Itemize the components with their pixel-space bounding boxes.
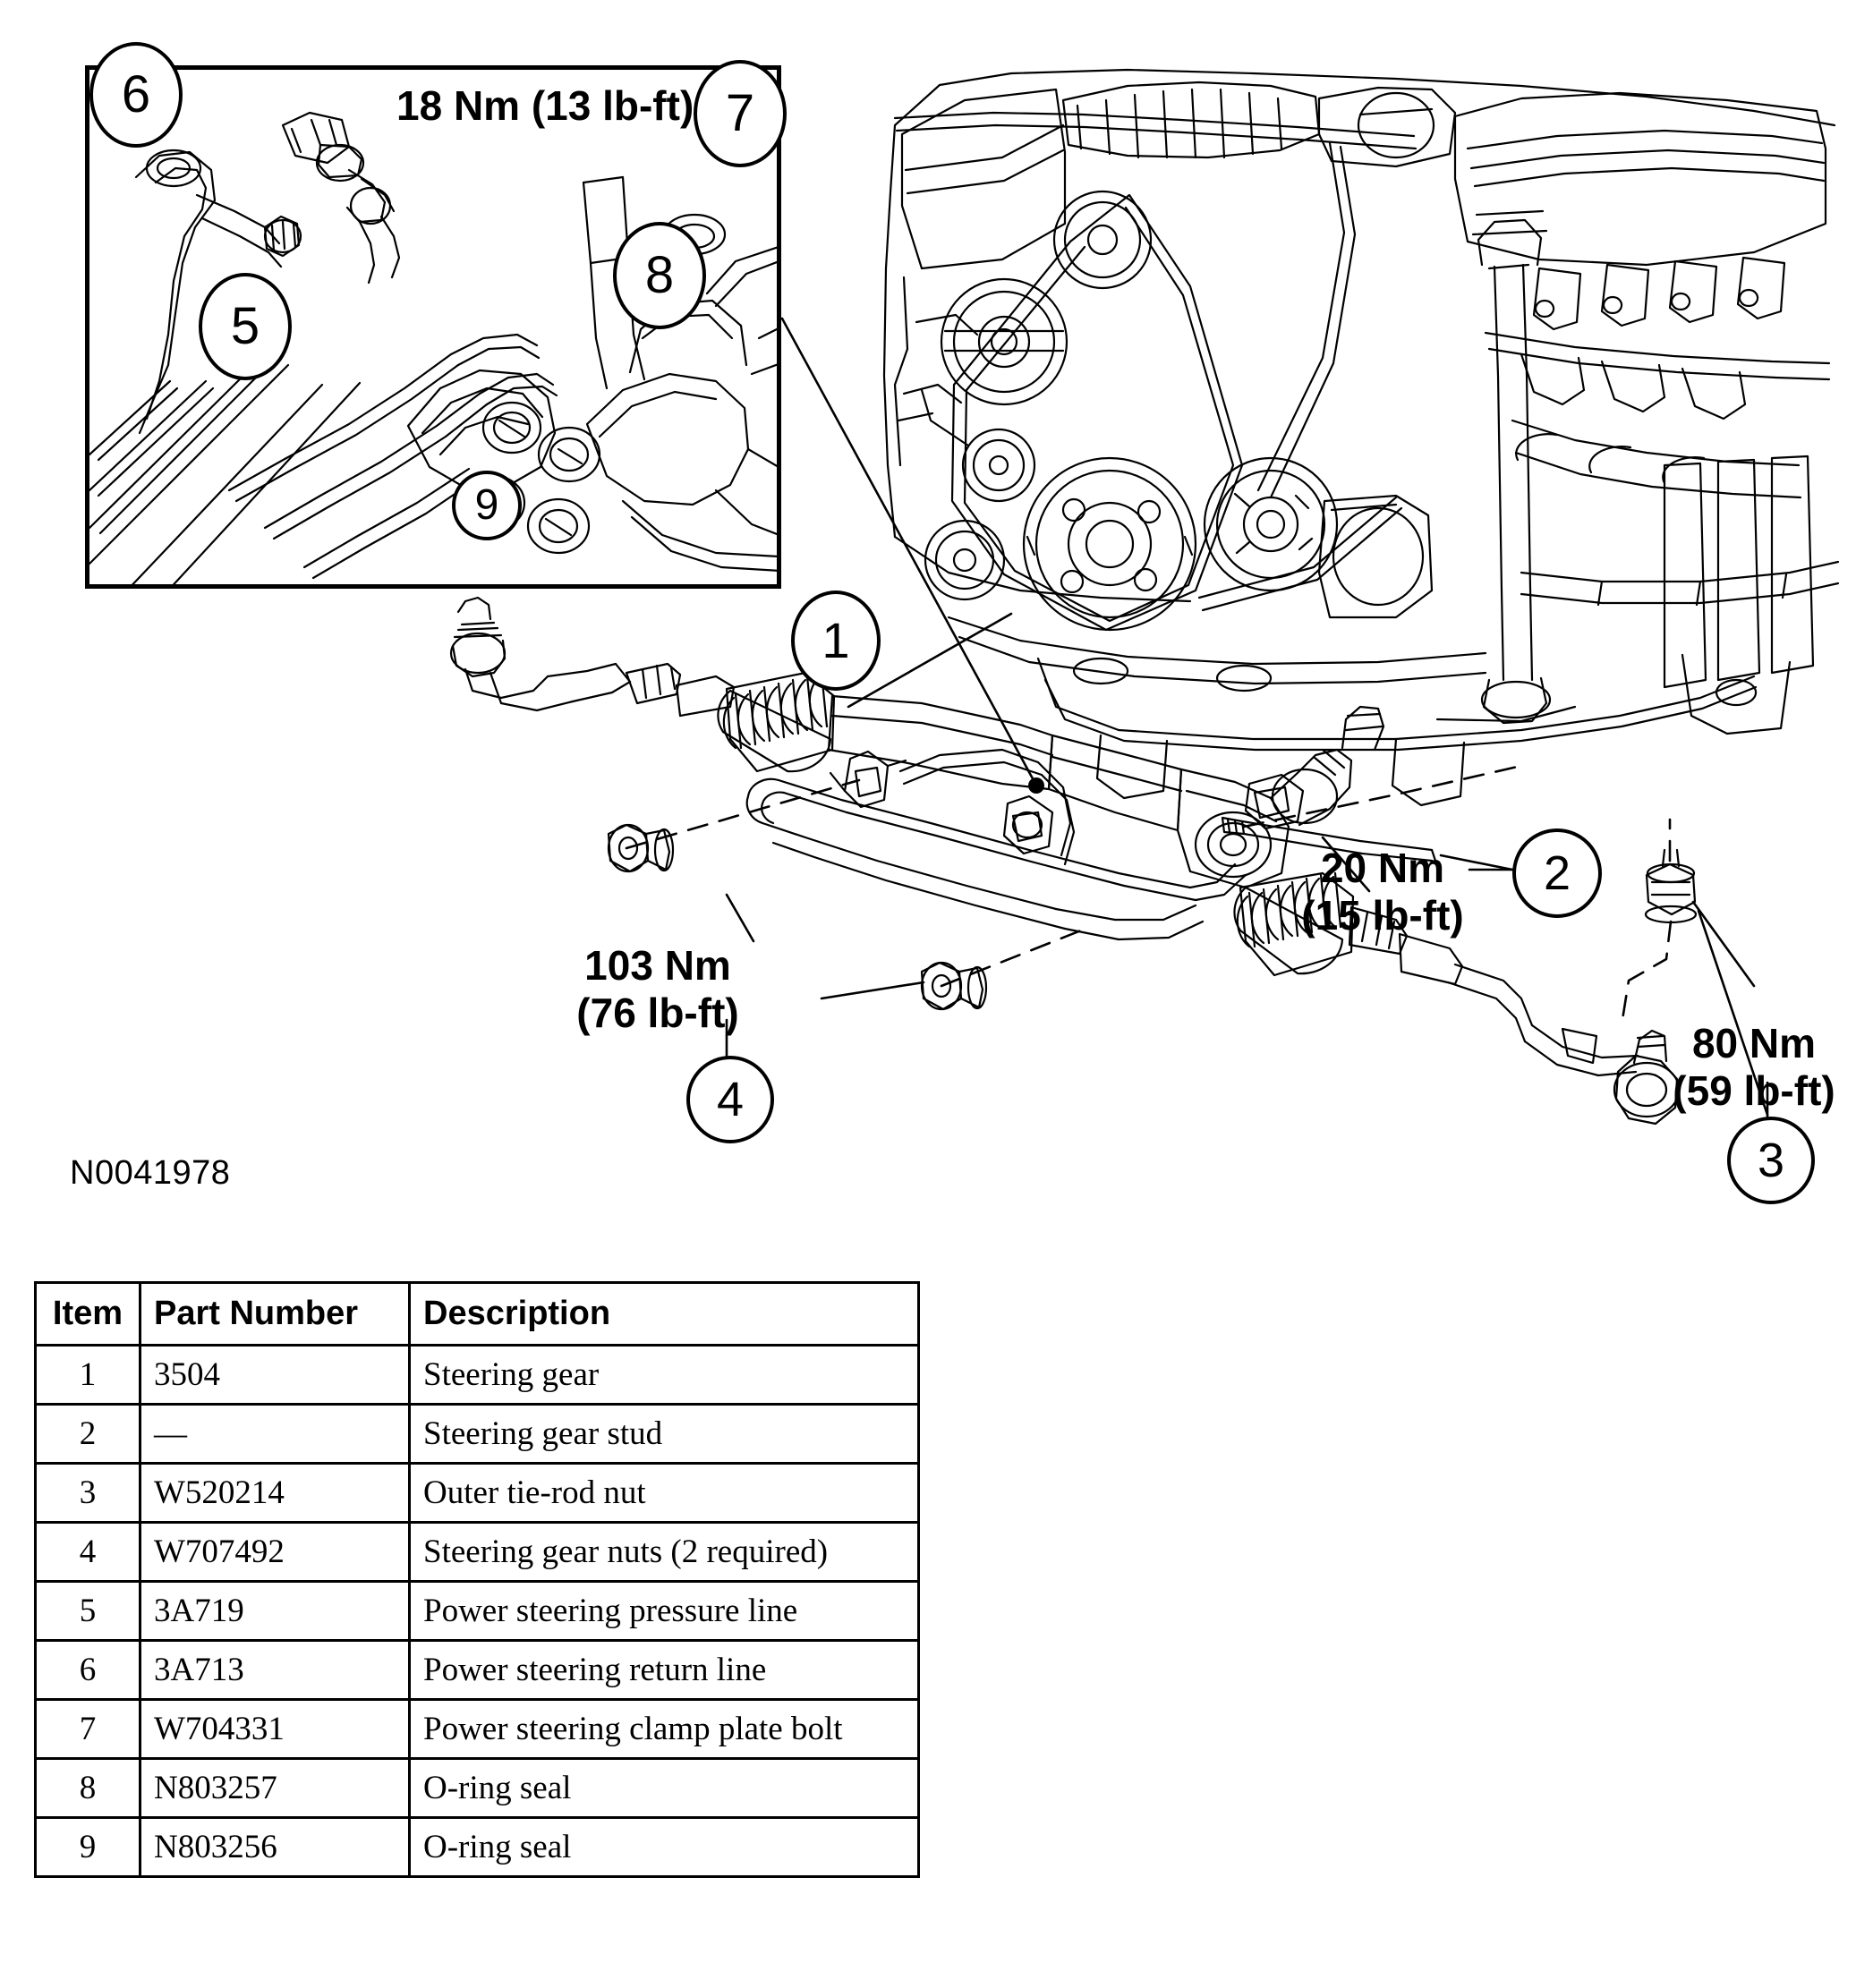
callout-1-label: 1 — [822, 612, 850, 668]
torque-18nm-text: 18 Nm (13 lb-ft) — [396, 82, 694, 129]
table-row: 8 N803257 O-ring seal — [34, 1757, 920, 1819]
cell-part-number: W704331 — [139, 1698, 411, 1760]
leader-lines — [625, 317, 1769, 1118]
cell-part-number: — — [139, 1403, 411, 1465]
figure-reference-id: N0041978 — [70, 1154, 231, 1192]
callout-5[interactable]: 5 — [199, 273, 292, 380]
cell-part-number: 3A713 — [139, 1639, 411, 1701]
torque-20nm-line2: (15 lb-ft) — [1301, 892, 1464, 939]
cell-description: Power steering return line — [408, 1639, 920, 1701]
callout-8[interactable]: 8 — [613, 222, 706, 329]
table-row: 5 3A719 Power steering pressure line — [34, 1580, 920, 1642]
inset-illustration — [89, 111, 777, 584]
cell-part-number: W707492 — [139, 1521, 411, 1583]
table-row: 6 3A713 Power steering return line — [34, 1639, 920, 1701]
torque-103nm-line2: (76 lb-ft) — [576, 990, 739, 1037]
callout-5-label: 5 — [230, 297, 260, 355]
inset-detail-panel — [85, 65, 781, 589]
cell-description: Steering gear nuts (2 required) — [408, 1521, 920, 1583]
callout-2[interactable]: 2 — [1512, 828, 1602, 918]
torque-80nm-line2: (59 lb-ft) — [1673, 1067, 1835, 1115]
cell-item: 6 — [34, 1639, 141, 1701]
cell-part-number: N803256 — [139, 1816, 411, 1878]
cell-item: 9 — [34, 1816, 141, 1878]
column-header-part-number: Part Number — [139, 1281, 411, 1347]
cell-description: O-ring seal — [408, 1757, 920, 1819]
callout-3-label: 3 — [1757, 1134, 1785, 1187]
callout-1[interactable]: 1 — [791, 590, 881, 691]
steering-gear-nut-mid — [920, 961, 988, 1011]
callout-9-label: 9 — [474, 481, 499, 529]
callout-9[interactable]: 9 — [452, 471, 522, 540]
cell-item: 4 — [34, 1521, 141, 1583]
table-row: 3 W520214 Outer tie-rod nut — [34, 1462, 920, 1524]
steering-gear-stud — [1221, 816, 1437, 862]
callout-7[interactable]: 7 — [694, 60, 787, 167]
steering-gear-assembly — [449, 596, 1681, 1126]
cell-item: 3 — [34, 1462, 141, 1524]
cell-item: 8 — [34, 1757, 141, 1819]
callout-8-label: 8 — [644, 246, 675, 304]
callout-2-label: 2 — [1543, 846, 1571, 900]
parts-table: Item Part Number Description 1 3504 Stee… — [34, 1281, 920, 1878]
cell-description: Power steering clamp plate bolt — [408, 1698, 920, 1760]
outer-tie-rod-nut — [1644, 848, 1698, 924]
cell-description: Power steering pressure line — [408, 1580, 920, 1642]
callout-7-label: 7 — [725, 84, 755, 142]
callout-6[interactable]: 6 — [89, 42, 183, 148]
cell-description: Steering gear — [408, 1344, 920, 1406]
cell-item: 5 — [34, 1580, 141, 1642]
torque-label-80nm: 80 Nm (59 lb-ft) — [1673, 1020, 1835, 1116]
cell-item: 7 — [34, 1698, 141, 1760]
torque-label-20nm: 20 Nm (15 lb-ft) — [1301, 845, 1463, 940]
torque-label-103nm: 103 Nm (76 lb-ft) — [576, 942, 738, 1038]
torque-20nm-line1: 20 Nm — [1320, 845, 1445, 891]
table-row: 4 W707492 Steering gear nuts (2 required… — [34, 1521, 920, 1583]
callout-4[interactable]: 4 — [686, 1056, 774, 1143]
table-row: 7 W704331 Power steering clamp plate bol… — [34, 1698, 920, 1760]
torque-80nm-line1: 80 Nm — [1691, 1020, 1817, 1066]
callout-3[interactable]: 3 — [1727, 1117, 1815, 1204]
table-row: 9 N803256 O-ring seal — [34, 1816, 920, 1878]
table-row: 2 — Steering gear stud — [34, 1403, 920, 1465]
cell-item: 1 — [34, 1344, 141, 1406]
cell-description: Steering gear stud — [408, 1403, 920, 1465]
torque-label-18nm: 18 Nm (13 lb-ft) — [396, 82, 694, 130]
cell-description: Outer tie-rod nut — [408, 1462, 920, 1524]
table-row: 1 3504 Steering gear — [34, 1344, 920, 1406]
column-header-description: Description — [408, 1281, 920, 1347]
torque-103nm-line1: 103 Nm — [584, 942, 731, 989]
callout-4-label: 4 — [716, 1073, 745, 1126]
cell-part-number: 3504 — [139, 1344, 411, 1406]
callout-6-label: 6 — [121, 65, 151, 123]
steering-gear-nut-left — [607, 823, 675, 873]
engine-assembly — [882, 68, 1840, 807]
column-header-item: Item — [34, 1281, 141, 1347]
cell-part-number: W520214 — [139, 1462, 411, 1524]
table-header-row: Item Part Number Description — [34, 1281, 920, 1347]
cell-description: O-ring seal — [408, 1816, 920, 1878]
cell-item: 2 — [34, 1403, 141, 1465]
cell-part-number: 3A719 — [139, 1580, 411, 1642]
cell-part-number: N803257 — [139, 1757, 411, 1819]
